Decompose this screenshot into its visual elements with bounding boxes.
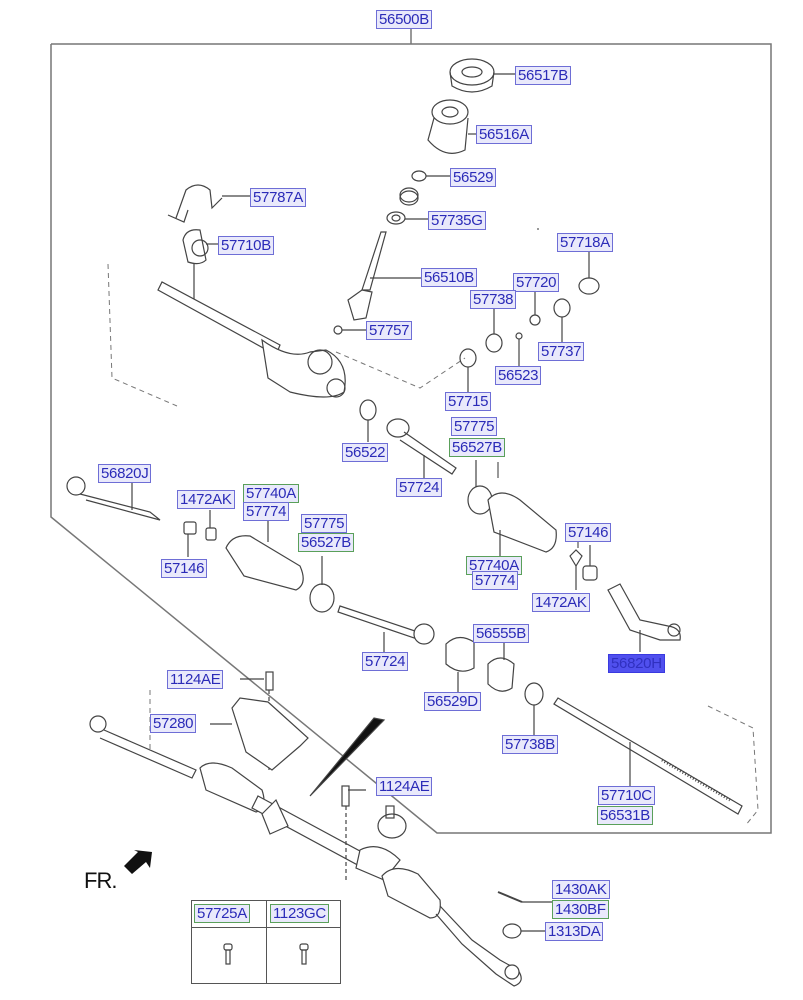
inner-tie-rod-lower-part <box>337 605 435 652</box>
part-label-56531B[interactable]: 56531B <box>597 806 653 825</box>
bearing-part <box>399 187 419 206</box>
part-label-56522[interactable]: 56522 <box>342 443 389 462</box>
assembly-frame <box>50 28 772 834</box>
part-label-1124AE-upper[interactable]: 1124AE <box>167 670 224 689</box>
part-label-1123GC[interactable]: 1123GC <box>270 904 329 923</box>
rack-bar-part <box>553 697 743 815</box>
section-wedge <box>309 717 386 797</box>
bolt-table-divider <box>266 901 267 983</box>
pinion-shaft-part <box>347 231 421 321</box>
part-label-57740A-left[interactable]: 57740A <box>243 484 299 503</box>
part-label-57738B[interactable]: 57738B <box>502 735 558 754</box>
part-label-57774-right[interactable]: 57774 <box>472 571 519 590</box>
part-label-1472AK-right[interactable]: 1472AK <box>532 593 590 612</box>
seal-part <box>411 170 450 182</box>
part-label-57725A[interactable]: 57725A <box>194 904 250 923</box>
part-label-1430BF[interactable]: 1430BF <box>552 900 609 919</box>
cover-and-bolt-part <box>210 671 309 771</box>
part-label-1472AK-left[interactable]: 1472AK <box>177 490 235 509</box>
rack-bushings-group <box>445 636 544 735</box>
part-label-56527B-left[interactable]: 56527B <box>298 533 354 552</box>
tie-rod-end-left-part <box>66 476 217 557</box>
part-label-57724-lower[interactable]: 57724 <box>362 652 409 671</box>
part-label-57724[interactable]: 57724 <box>396 478 443 497</box>
valve-housing-part <box>427 99 476 154</box>
part-label-56517B[interactable]: 56517B <box>515 66 571 85</box>
boot-right-part <box>467 460 557 556</box>
part-label-1124AE-lower[interactable]: 1124AE <box>376 777 433 796</box>
rack-housing-part <box>157 281 346 398</box>
part-label-57757[interactable]: 57757 <box>366 321 413 340</box>
part-label-1430AK[interactable]: 1430AK <box>552 880 610 899</box>
part-label-57718A[interactable]: 57718A <box>557 233 613 252</box>
part-label-56523[interactable]: 56523 <box>495 366 542 385</box>
bushing-part <box>182 229 218 305</box>
inner-tie-rod-part <box>386 418 457 478</box>
nut-part <box>386 211 428 225</box>
part-label-57146-left[interactable]: 57146 <box>161 559 208 578</box>
part-label-57775[interactable]: 57775 <box>451 417 498 436</box>
dashed-outline <box>107 263 759 827</box>
part-label-57710B[interactable]: 57710B <box>218 236 274 255</box>
small-nut-part <box>333 325 366 335</box>
assembly-label[interactable]: 56500B <box>376 10 432 29</box>
cotter-pin-and-nut <box>497 891 552 939</box>
part-label-57738[interactable]: 57738 <box>470 290 517 309</box>
part-label-57280[interactable]: 57280 <box>150 714 197 733</box>
bearing-cap-part <box>449 58 516 93</box>
part-label-57735G[interactable]: 57735G <box>428 211 486 230</box>
part-label-56529[interactable]: 56529 <box>450 168 497 187</box>
boot-left-part <box>225 518 335 613</box>
clamp-bracket-part <box>167 184 250 223</box>
complete-gear-assembly <box>89 715 522 987</box>
part-label-57774-left[interactable]: 57774 <box>243 502 290 521</box>
part-label-56516A[interactable]: 56516A <box>476 125 532 144</box>
part-label-57787A[interactable]: 57787A <box>250 188 306 207</box>
bolt-table: 57725A 1123GC <box>191 900 341 984</box>
part-label-56555B[interactable]: 56555B <box>473 624 529 643</box>
front-direction-arrow <box>124 850 152 874</box>
small-seals-group <box>459 250 600 392</box>
part-label-56820H-selected[interactable]: 56820H <box>608 654 665 673</box>
part-label-56510B[interactable]: 56510B <box>421 268 477 287</box>
part-label-57715[interactable]: 57715 <box>445 392 492 411</box>
part-label-57146-right[interactable]: 57146 <box>565 523 612 542</box>
seal-56522-part <box>359 399 377 442</box>
bolt-icons <box>223 943 309 965</box>
part-label-57720[interactable]: 57720 <box>513 273 560 292</box>
part-label-56527B[interactable]: 56527B <box>449 438 505 457</box>
part-label-56529D[interactable]: 56529D <box>424 692 481 711</box>
part-label-57737[interactable]: 57737 <box>538 342 585 361</box>
front-direction-label: FR. <box>84 868 117 893</box>
part-label-56820J[interactable]: 56820J <box>98 464 152 483</box>
tie-rod-end-right-part <box>569 545 681 652</box>
part-label-57740A-right[interactable]: 57740A <box>466 556 522 575</box>
part-label-1313DA[interactable]: 1313DA <box>545 922 604 941</box>
part-label-57710C[interactable]: 57710C <box>598 786 655 805</box>
part-label-57775-left[interactable]: 57775 <box>301 514 348 533</box>
